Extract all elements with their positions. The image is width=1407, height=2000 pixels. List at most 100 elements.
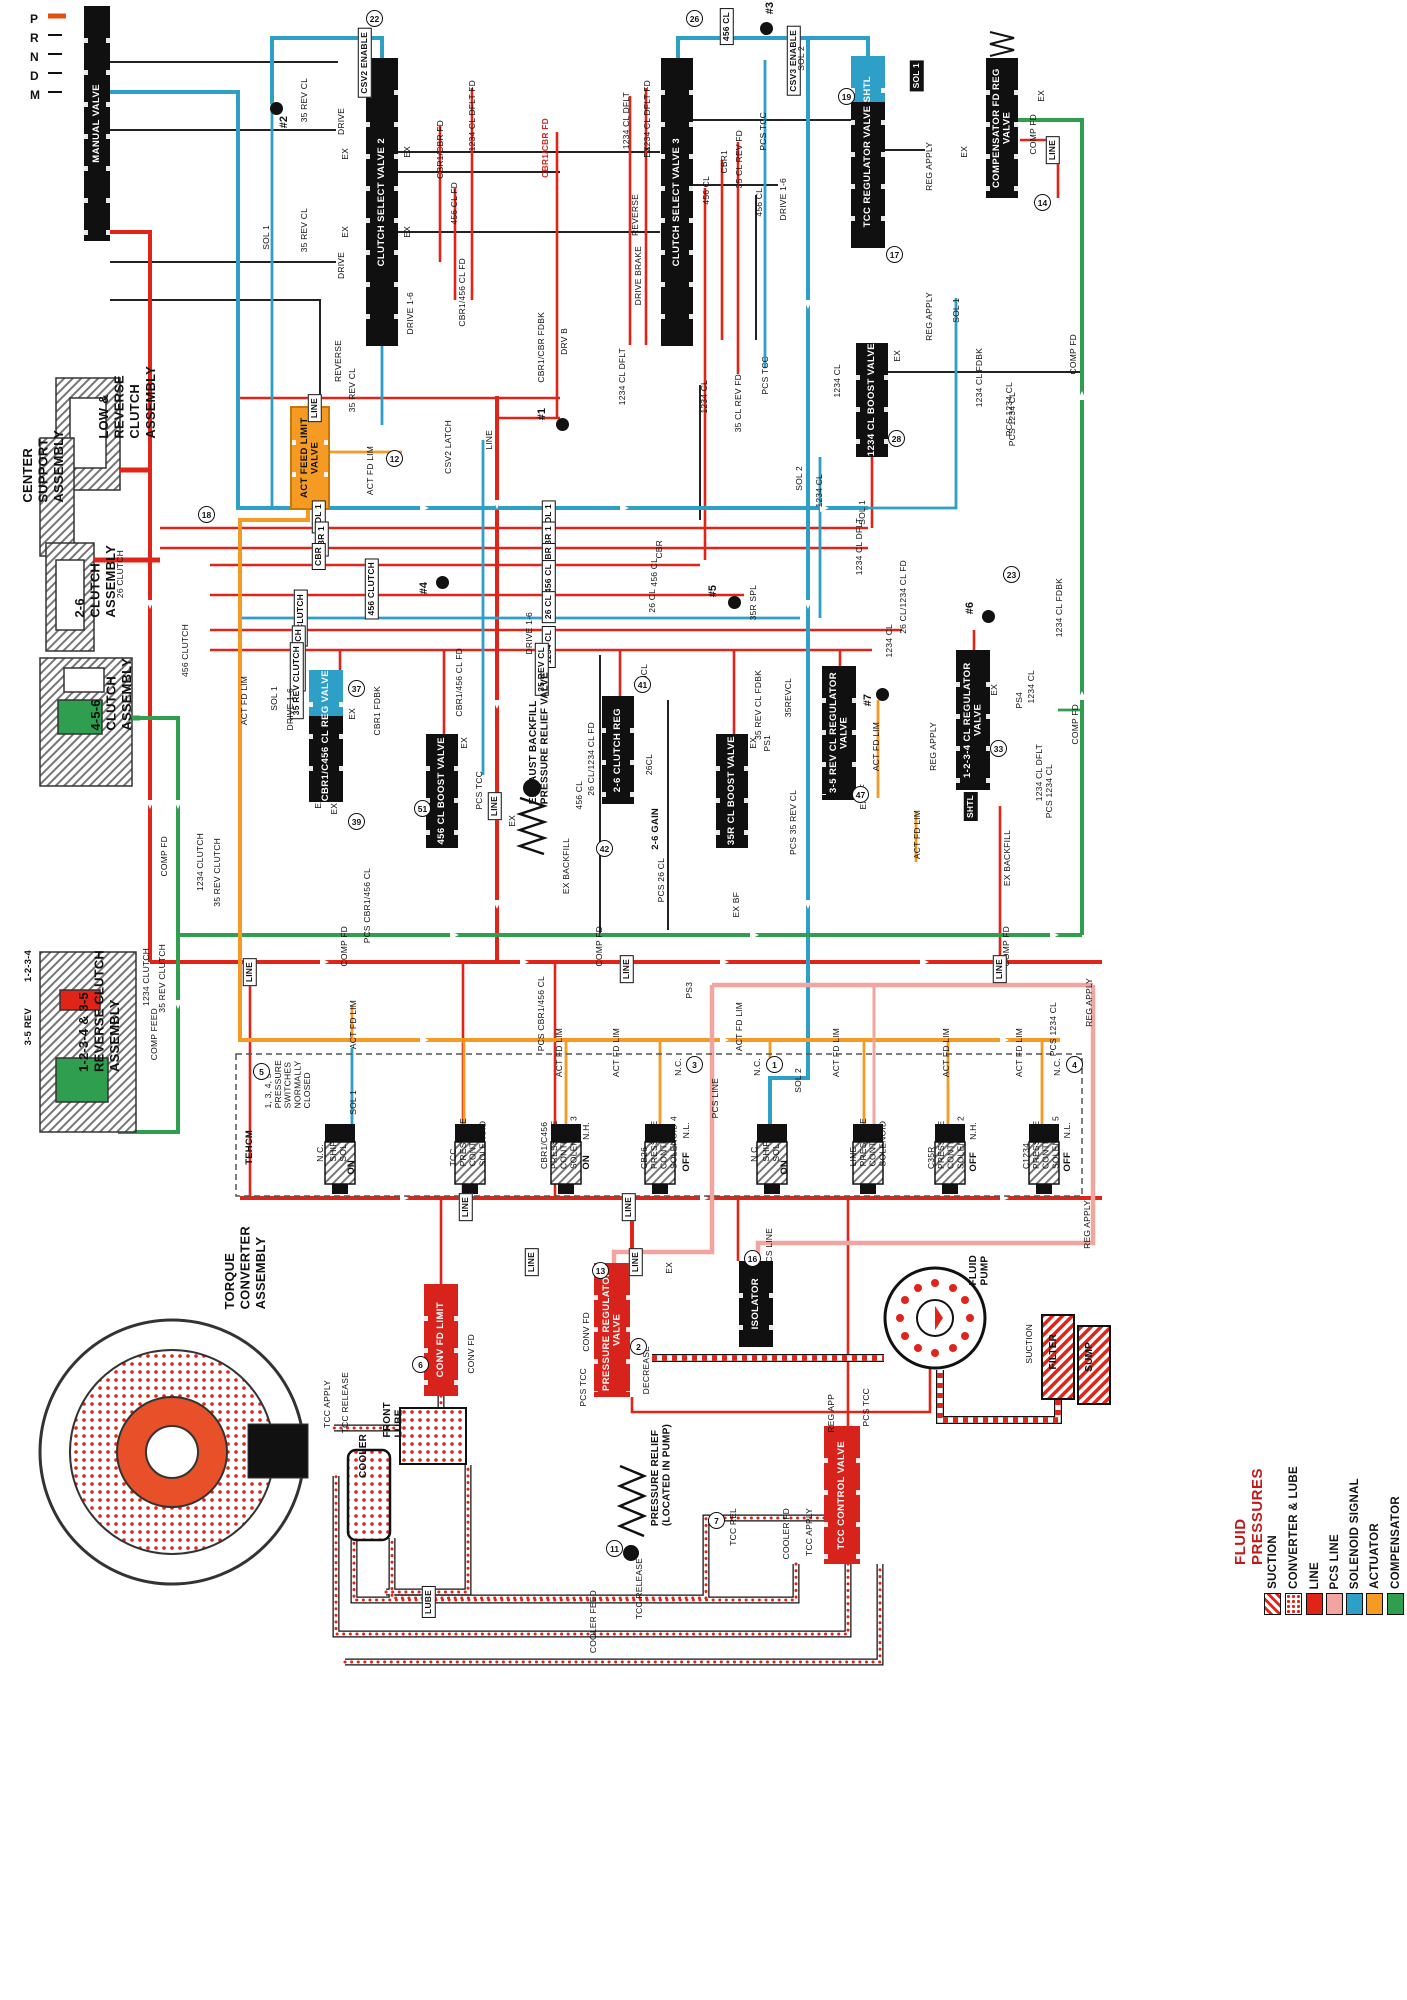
line-label: EX: [989, 684, 999, 696]
line-label: P R N D M: [30, 12, 41, 102]
line-label: 2-6 GAIN: [650, 808, 661, 850]
line-label: TCC RELEASE: [340, 1372, 350, 1434]
tcc-control-valve: TCC CONTROL VALVE: [824, 1426, 860, 1564]
callout-number: 19: [838, 88, 855, 105]
line-label: COOLER FD: [781, 1508, 791, 1560]
line-label: CBR1/456 CL FD: [454, 648, 464, 717]
4-5-6-clutch-assembly: [39, 657, 140, 787]
callout-number: 4: [1066, 1056, 1083, 1073]
line-label: EX: [1036, 90, 1046, 102]
line-label: COMP FD: [1068, 334, 1078, 375]
line-label: CONV FD: [466, 1334, 476, 1374]
line-label: EX: [507, 815, 517, 827]
tehcm-boundary: [235, 1053, 1083, 1197]
line-label: DRIVE: [336, 252, 346, 279]
junction-dot: [436, 576, 449, 589]
line-label: CBR1/456 CL FD: [457, 258, 467, 327]
act-feed-limit-valve: ACT FEED LIMIT VALVE: [290, 406, 330, 510]
line-label: COMP FD: [1028, 114, 1038, 155]
1234-cl-boost-valve: 1234 CL BOOST VALVE: [856, 343, 888, 457]
line-label: SOL 1: [910, 60, 924, 92]
line-label: CSV2 LATCH: [443, 420, 453, 474]
line-label: 35 REV CLUTCH: [212, 838, 222, 907]
line-label: LINE PRESSURE CONTROL SOLENOID: [848, 1118, 888, 1167]
line-label: 35 REV CL: [299, 208, 309, 253]
legend-item-solenoid-signal: SOLENOID SIGNAL: [1344, 1390, 1365, 1615]
line-label: 1, 3, 4, 5 PRESSURE SWITCHES NORMALLY CL…: [263, 1060, 313, 1109]
line-label: PCS TCC: [758, 112, 768, 151]
compensator-fd-reg-valve: COMPENSATOR FD REG VALVE: [986, 58, 1018, 198]
line-label: TCC RELEASE: [634, 1558, 644, 1620]
junction-dot: [760, 22, 773, 35]
line-label: EX: [664, 1262, 674, 1274]
line-label: REG APPLY: [1084, 978, 1094, 1027]
line-label: DRIVE 1-6: [524, 612, 534, 655]
line-label: COMP FD: [1070, 704, 1080, 745]
line-label: 456 CL: [701, 176, 711, 205]
legend-label: LINE: [1308, 1561, 1321, 1589]
line-label: 1234 CL DFLT FD: [467, 80, 477, 152]
3-5-rev-cl-regulator-valve-label: 3-5 REV CL REGULATOR VALVE: [827, 672, 849, 794]
line-label: TCC REL: [728, 1508, 738, 1546]
line-label: EX BACKFILL: [561, 838, 571, 895]
line-label: PCS LINE: [764, 1228, 774, 1269]
manual-valve: MANUAL VALVE: [84, 6, 110, 241]
line-label: N.L.: [1062, 1122, 1072, 1139]
isolator-valve: ISOLATOR: [739, 1261, 773, 1347]
callout-number: 47: [852, 786, 869, 803]
line-label: EX: [402, 226, 412, 238]
line-label: FLUID PUMP: [968, 1255, 991, 1286]
line-label: 35 CL REV FD: [733, 374, 743, 433]
line-label: DRV B: [559, 328, 569, 355]
line-label: CBR: [312, 543, 326, 571]
suction-lines: [652, 1354, 1062, 1424]
line-label: CBR1/CBR FDBK: [536, 312, 546, 383]
line-label: REG APPLY: [924, 292, 934, 341]
line-label: 4-5-6 CLUTCH ASSEMBLY: [88, 658, 135, 731]
line-label: C35R PRESSURE CONTROL SOLENOID 2: [926, 1116, 966, 1170]
line-label: FRONT LUBE: [382, 1402, 405, 1438]
junction-label: #7: [862, 694, 874, 707]
legend-label: SOLENOID SIGNAL: [1348, 1477, 1361, 1589]
junction-dot: [270, 102, 283, 115]
line-label: 1234 CL: [832, 364, 842, 398]
line-label: 456 CL: [720, 8, 734, 46]
line-label: COMP FD: [594, 926, 604, 967]
2-6-clutch-reg-valve-label: 2-6 CLUTCH REG: [611, 707, 623, 793]
line-label: 1234 CL FDBK: [974, 348, 984, 408]
line-label: EX BACKFILL: [1002, 830, 1012, 887]
tcc-regulator-valve: TCC REGULATOR VALVE SHTL: [851, 56, 885, 248]
cbr1-c456-cl-reg-valve: CBR1/C456 CL REG VALVE: [309, 670, 343, 802]
line-label: PCS LINE: [710, 1078, 720, 1119]
line-label: LINE: [525, 1248, 539, 1277]
line-label: ON: [581, 1155, 592, 1170]
line-label: TEHCM: [244, 1130, 255, 1165]
callout-number: 16: [744, 1250, 761, 1267]
line-label: 456 CL: [754, 188, 764, 217]
line-label: LINE: [308, 394, 322, 423]
tcc-regulator-valve-label: TCC REGULATOR VALVE SHTL: [861, 76, 873, 228]
line-label: 1234 CL DFLT: [617, 348, 627, 406]
line-label: CSV2 ENABLE: [358, 28, 372, 98]
callout-number: 39: [348, 813, 365, 830]
line-label: PCS 1234 CL: [1007, 392, 1017, 447]
manual-valve-label: MANUAL VALVE: [90, 84, 102, 163]
line-label: COOLER FEED: [588, 1590, 598, 1654]
line-label: 1234 CL DFLT FD: [642, 80, 652, 152]
line-label: SOL 1: [348, 1090, 358, 1115]
line-label: OFF: [681, 1152, 692, 1172]
callout-number: 26: [686, 10, 703, 27]
legend-item-actuator: ACTUATOR: [1364, 1390, 1385, 1615]
junction-label: #1: [536, 408, 548, 421]
line-label: N.C.: [673, 1058, 683, 1076]
converter-lube-lines: [332, 1394, 884, 1666]
converter-lube-swatch: [1285, 1593, 1302, 1615]
sump: [1077, 1325, 1111, 1405]
line-label: ACT FD LIM: [365, 446, 375, 496]
line-label: REG APPLY: [924, 142, 934, 191]
flow-arrows: [146, 300, 1086, 1202]
line-label: ON: [346, 1160, 357, 1175]
cooler: [346, 1448, 392, 1542]
isolator-valve-label: ISOLATOR: [749, 1278, 761, 1330]
